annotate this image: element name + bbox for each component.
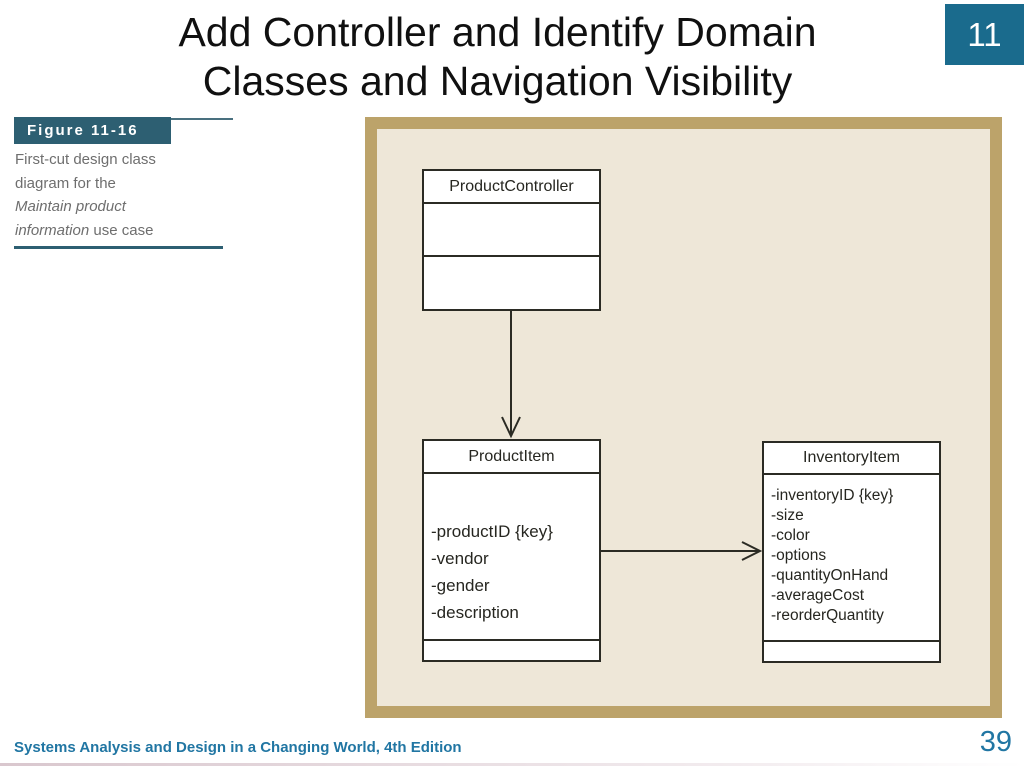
- uml-attribute: -productID {key}: [431, 522, 553, 541]
- uml-class-name: ProductItem: [424, 441, 599, 474]
- uml-attribute: -inventoryID {key}: [771, 487, 894, 504]
- figure-caption: First-cut design class diagram for the M…: [15, 148, 235, 242]
- figure-caption-rule-bottom: [14, 246, 223, 249]
- slide-page-number: 39: [979, 726, 1012, 758]
- uml-attribute: -color: [771, 527, 810, 544]
- figure-caption-line: information use case: [15, 221, 154, 239]
- uml-attribute: -averageCost: [771, 587, 865, 604]
- uml-attributes-compartment: -productID {key} -vendor -gender -descripti…: [424, 474, 599, 641]
- uml-attribute: -description: [431, 603, 519, 622]
- uml-attribute: -vendor: [431, 549, 489, 568]
- uml-operations-compartment: [764, 642, 939, 661]
- uml-operations-compartment: [424, 641, 599, 660]
- uml-attribute: -reorderQuantity: [771, 607, 884, 624]
- bottom-accent-bar: [0, 763, 1024, 766]
- figure-caption-line: Maintain product: [15, 198, 126, 215]
- uml-class-productitem: ProductItem -productID {key} -vendor -gend…: [422, 439, 601, 662]
- chapter-number: 11: [967, 15, 1002, 53]
- uml-operations-compartment: [424, 257, 599, 309]
- uml-attribute: -gender: [431, 576, 490, 595]
- uml-class-name: ProductController: [424, 171, 599, 204]
- slide-title: Add Controller and Identify Domain Class…: [30, 8, 965, 106]
- slide-title-line1: Add Controller and Identify Domain: [178, 9, 817, 55]
- uml-attribute: -size: [771, 507, 804, 524]
- uml-attributes-compartment: [424, 204, 599, 257]
- footer-book-title: Systems Analysis and Design in a Changin…: [14, 739, 462, 756]
- slide-title-line2: Classes and Navigation Visibility: [202, 58, 793, 104]
- figure-caption-line: diagram for the: [15, 174, 116, 192]
- chapter-number-badge: 11: [945, 4, 1024, 65]
- uml-attribute: -options: [771, 547, 827, 564]
- figure-label: Figure 11-16: [14, 117, 171, 144]
- uml-class-inventoryitem: InventoryItem -inventoryID {key} -size -co…: [762, 441, 941, 663]
- uml-class-productcontroller: ProductController: [422, 169, 601, 311]
- uml-class-name: InventoryItem: [764, 443, 939, 475]
- figure-caption-line: First-cut design class: [15, 151, 156, 168]
- uml-attribute: -quantityOnHand: [771, 567, 889, 584]
- uml-attributes-compartment: -inventoryID {key} -size -color -options -qu…: [764, 475, 939, 642]
